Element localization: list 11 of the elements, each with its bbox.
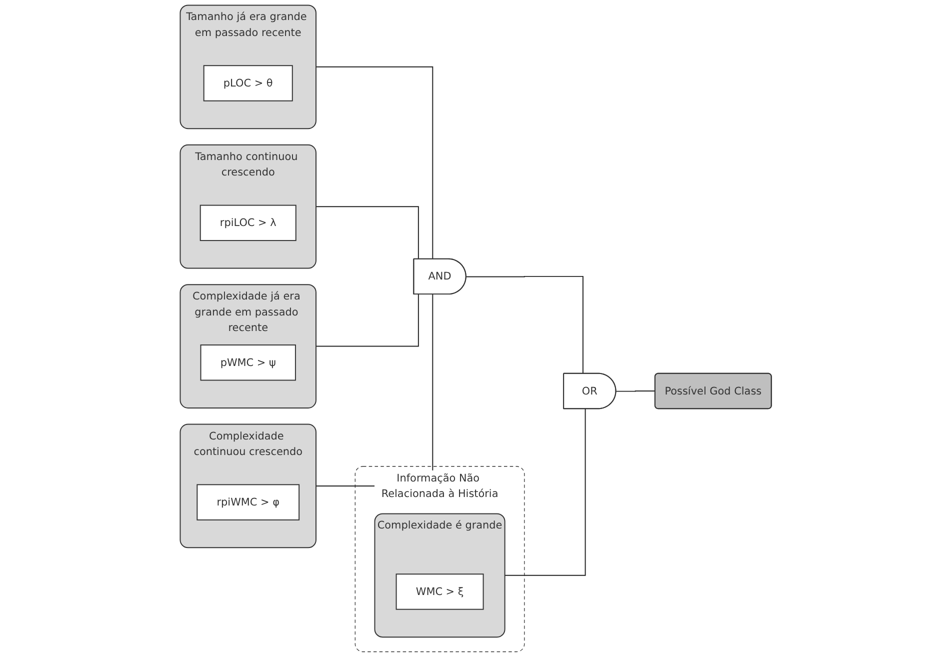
connector <box>315 66 433 260</box>
connector <box>465 276 584 374</box>
node-box: pWMC > ψ <box>200 344 296 381</box>
node-box: rpiWMC > φ <box>196 484 300 520</box>
node-box: pLOC > θ <box>203 65 293 102</box>
connector <box>315 206 419 260</box>
connector <box>615 390 656 392</box>
connector <box>315 294 419 347</box>
node-box: WMC > ξ <box>396 574 484 610</box>
node-box: rpiLOC > λ <box>200 204 296 242</box>
connector <box>504 408 586 576</box>
